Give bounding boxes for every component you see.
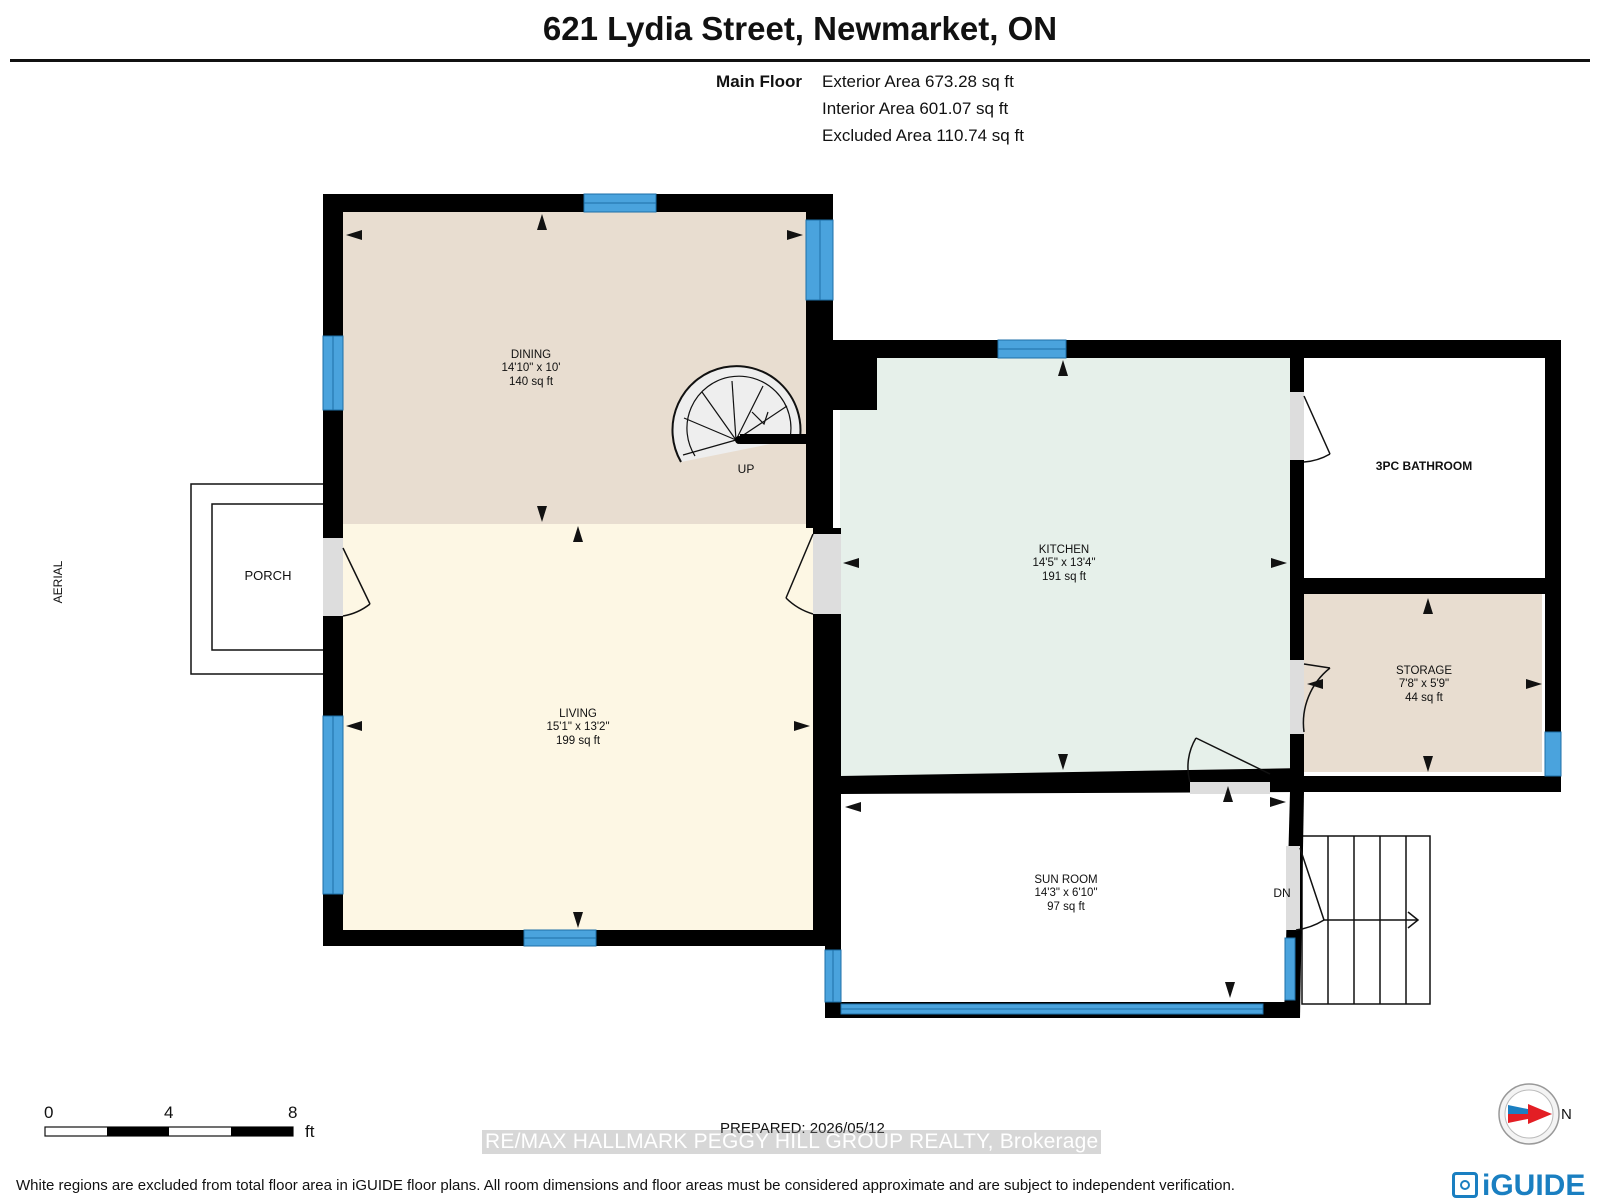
room-kitchen-fill bbox=[840, 356, 1290, 776]
room-living-name: LIVING bbox=[559, 708, 597, 720]
brand-name: iGUIDE bbox=[1482, 1169, 1586, 1202]
room-sunroom-name: SUN ROOM bbox=[1034, 874, 1097, 886]
room-porch-name: PORCH bbox=[245, 568, 292, 583]
brokerage-watermark: RE/MAX HALLMARK PEGGY HILL GROUP REALTY,… bbox=[482, 1130, 1102, 1154]
scale-unit: ft bbox=[305, 1122, 315, 1141]
interior-area: Interior Area 601.07 sq ft bbox=[822, 99, 1009, 118]
compass-icon bbox=[1498, 1083, 1560, 1145]
room-sunroom-dims: 14'3" x 6'10" bbox=[1034, 887, 1097, 899]
room-storage-dims: 7'8" x 5'9" bbox=[1399, 678, 1449, 690]
scale-bar bbox=[44, 1126, 294, 1137]
exterior-area: Exterior Area 673.28 sq ft bbox=[822, 72, 1014, 91]
stair-down-label: DN bbox=[1273, 886, 1290, 900]
room-storage-name: STORAGE bbox=[1396, 665, 1452, 677]
brand-logo: iGUIDE bbox=[1452, 1169, 1585, 1203]
disclaimer-text: White regions are excluded from total fl… bbox=[16, 1177, 1235, 1194]
dimension-arrows bbox=[346, 214, 1542, 998]
title-divider bbox=[10, 59, 1590, 62]
room-dining-name: DINING bbox=[511, 349, 551, 361]
exterior-stairs bbox=[1301, 835, 1431, 1005]
scale-tick-8: 8 bbox=[288, 1103, 298, 1122]
stair-up-label: UP bbox=[738, 462, 755, 476]
door-openings bbox=[323, 392, 1304, 930]
room-living-area: 199 sq ft bbox=[556, 735, 601, 747]
room-living-fill bbox=[342, 524, 814, 932]
prepared-date: PREPARED: 2026/05/12 bbox=[720, 1120, 885, 1137]
compass-north-label: N bbox=[1561, 1106, 1572, 1123]
scale-tick-0: 0 bbox=[44, 1103, 54, 1122]
page-title: 621 Lydia Street, Newmarket, ON bbox=[542, 10, 1058, 47]
door-swings bbox=[342, 395, 1331, 931]
room-kitchen-area: 191 sq ft bbox=[1042, 571, 1087, 583]
excluded-area: Excluded Area 110.74 sq ft bbox=[822, 126, 1024, 145]
floor-name: Main Floor bbox=[716, 72, 802, 91]
room-storage-fill bbox=[1304, 594, 1542, 772]
room-dining-area: 140 sq ft bbox=[509, 376, 554, 388]
room-kitchen-name: KITCHEN bbox=[1039, 544, 1089, 556]
spiral-stair bbox=[671, 365, 806, 463]
room-bathroom-name: 3PC BATHROOM bbox=[1376, 459, 1472, 473]
window-mullions bbox=[332, 202, 1263, 1010]
room-kitchen-dims: 14'5" x 13'4" bbox=[1032, 557, 1095, 569]
scale-tick-4: 4 bbox=[164, 1103, 174, 1122]
room-living-dims: 15'1" x 13'2" bbox=[546, 721, 609, 733]
room-labels: DINING 14'10" x 10' 140 sq ft LIVING 15'… bbox=[245, 349, 1473, 913]
room-dining-dims: 14'10" x 10' bbox=[502, 362, 561, 374]
room-sunroom-area: 97 sq ft bbox=[1047, 901, 1086, 913]
iguide-logo-icon bbox=[1452, 1172, 1478, 1198]
room-storage-area: 44 sq ft bbox=[1405, 692, 1444, 704]
